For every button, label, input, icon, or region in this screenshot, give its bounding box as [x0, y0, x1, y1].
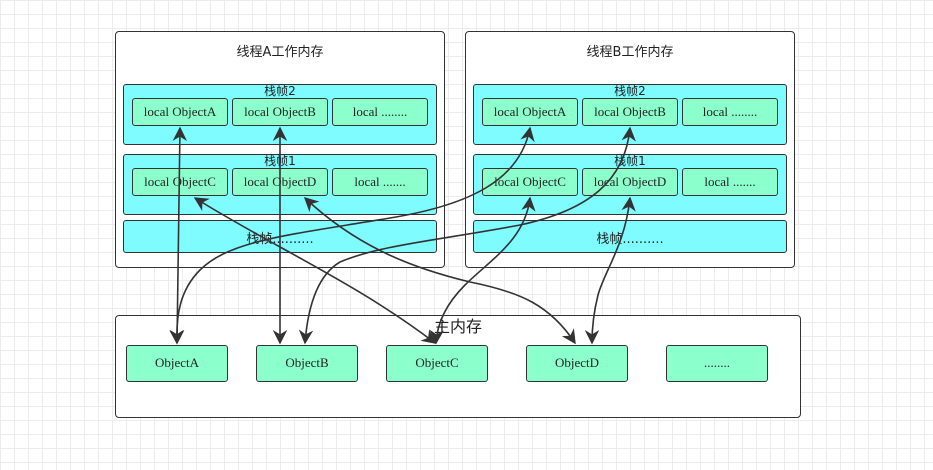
main-object-more: ........	[666, 345, 768, 382]
thread-b-frame1-local-more: local .......	[682, 168, 778, 196]
thread-b-frame2-local-more: local ........	[682, 98, 778, 126]
thread-a-frame2-local-object-b: local ObjectB	[232, 98, 328, 126]
main-object-a: ObjectA	[126, 345, 228, 382]
main-object-c: ObjectC	[386, 345, 488, 382]
main-memory-title: 主内存	[433, 317, 482, 336]
thread-a-stack-frame-more: 栈帧..........	[123, 220, 437, 253]
thread-a-frame-1-title: 栈帧1	[264, 154, 296, 168]
thread-b-frame-2-title: 栈帧2	[614, 84, 646, 98]
thread-a-frame1-local-more: local .......	[332, 168, 428, 196]
thread-a-frame2-local-object-a: local ObjectA	[132, 98, 228, 126]
thread-a-frame1-local-object-d: local ObjectD	[232, 168, 328, 196]
thread-b-frame2-local-object-b: local ObjectB	[582, 98, 678, 126]
main-object-b: ObjectB	[256, 345, 358, 382]
thread-a-frame-2-title: 栈帧2	[264, 84, 296, 98]
thread-b-stack-frame-more: 栈帧..........	[473, 220, 787, 253]
thread-b-frame1-local-object-c: local ObjectC	[482, 168, 578, 196]
thread-b-title: 线程B工作内存	[586, 45, 674, 60]
thread-a-frame1-local-object-c: local ObjectC	[132, 168, 228, 196]
thread-b-frame-1-title: 栈帧1	[614, 154, 646, 168]
thread-a-title: 线程A工作内存	[236, 45, 324, 60]
thread-b-frame1-local-object-d: local ObjectD	[582, 168, 678, 196]
main-object-d: ObjectD	[526, 345, 628, 382]
thread-b-frame-more-label: 栈帧..........	[596, 232, 664, 247]
thread-b-frame2-local-object-a: local ObjectA	[482, 98, 578, 126]
thread-a-frame-more-label: 栈帧..........	[246, 232, 314, 247]
thread-a-frame2-local-more: local ........	[332, 98, 428, 126]
